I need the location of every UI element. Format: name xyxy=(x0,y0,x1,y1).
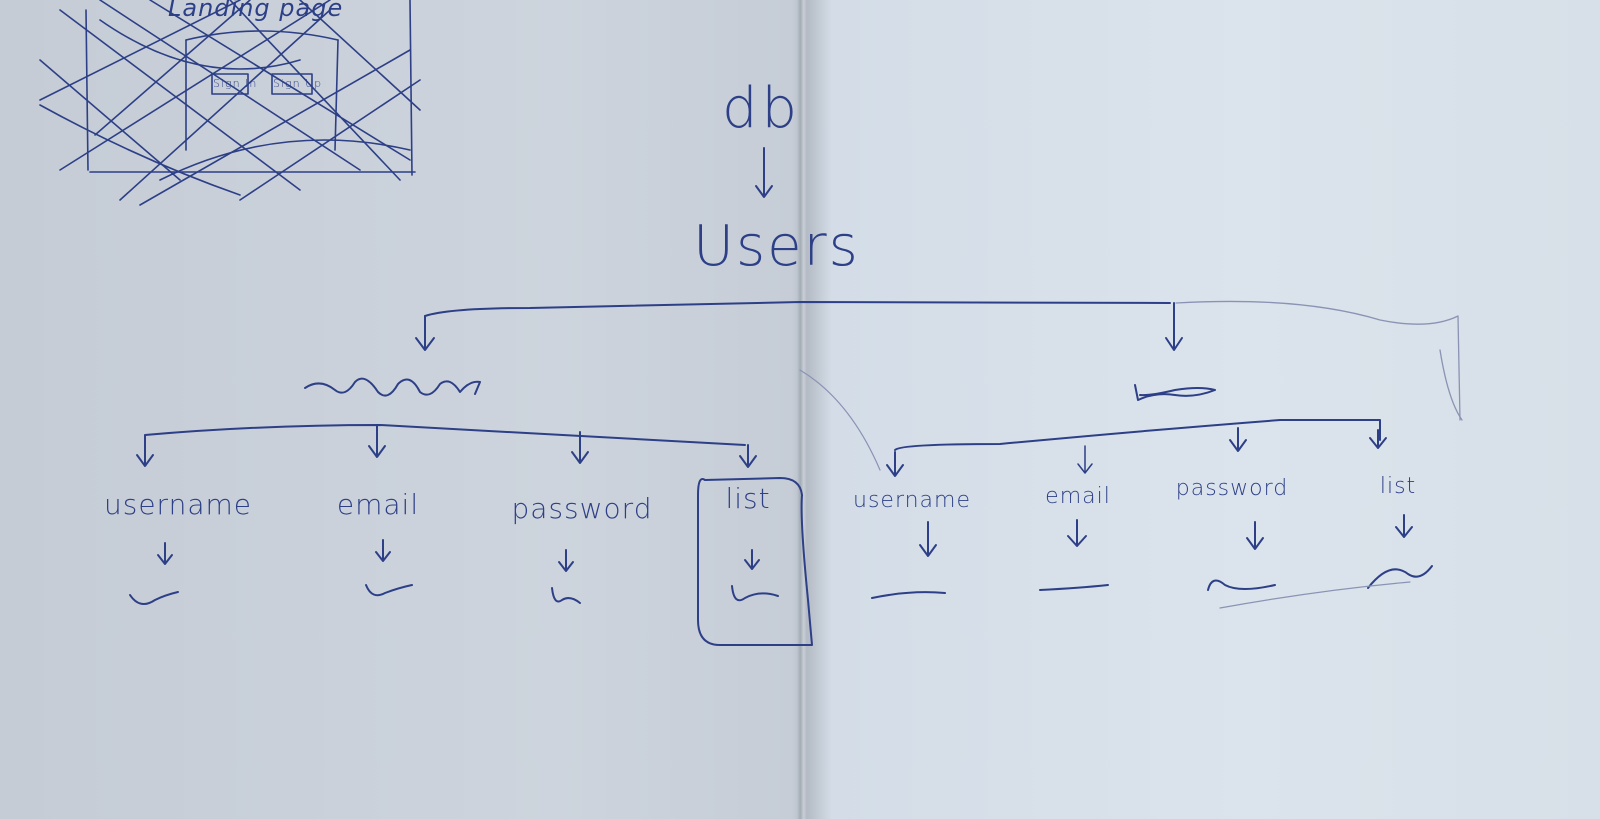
users-branch xyxy=(415,300,1463,421)
db-to-users-arrow xyxy=(755,147,773,198)
sketch-title: Landing page xyxy=(168,0,344,22)
user-b-field-email: email xyxy=(1045,484,1111,509)
user-b-field-password: password xyxy=(1175,476,1289,501)
pencil-line xyxy=(799,369,881,471)
sketch-signup-label: Sign Up xyxy=(273,77,323,90)
user-a-field-username: username xyxy=(104,488,252,521)
user-a-values xyxy=(129,539,779,605)
user-b-values xyxy=(871,514,1433,609)
db-label: db xyxy=(722,76,802,141)
user-a-field-branch xyxy=(136,424,757,468)
user-a-field-password: password xyxy=(511,492,653,525)
user-a-key-scribble xyxy=(304,377,481,397)
user-b-key-scribble xyxy=(1134,384,1216,401)
paper-fold xyxy=(797,0,807,819)
user-b-field-list: list xyxy=(1379,474,1417,499)
sketch-signin-label: Sign In xyxy=(213,77,258,90)
user-b-field-username: username xyxy=(853,488,971,513)
user-a-field-list: list xyxy=(725,482,771,515)
list-highlight-box xyxy=(697,477,813,646)
users-label: Users xyxy=(693,214,860,279)
user-b-field-branch xyxy=(886,419,1387,477)
landing-page-sketch xyxy=(39,0,421,206)
signup-box xyxy=(271,73,313,95)
user-a-field-email: email xyxy=(336,488,420,521)
